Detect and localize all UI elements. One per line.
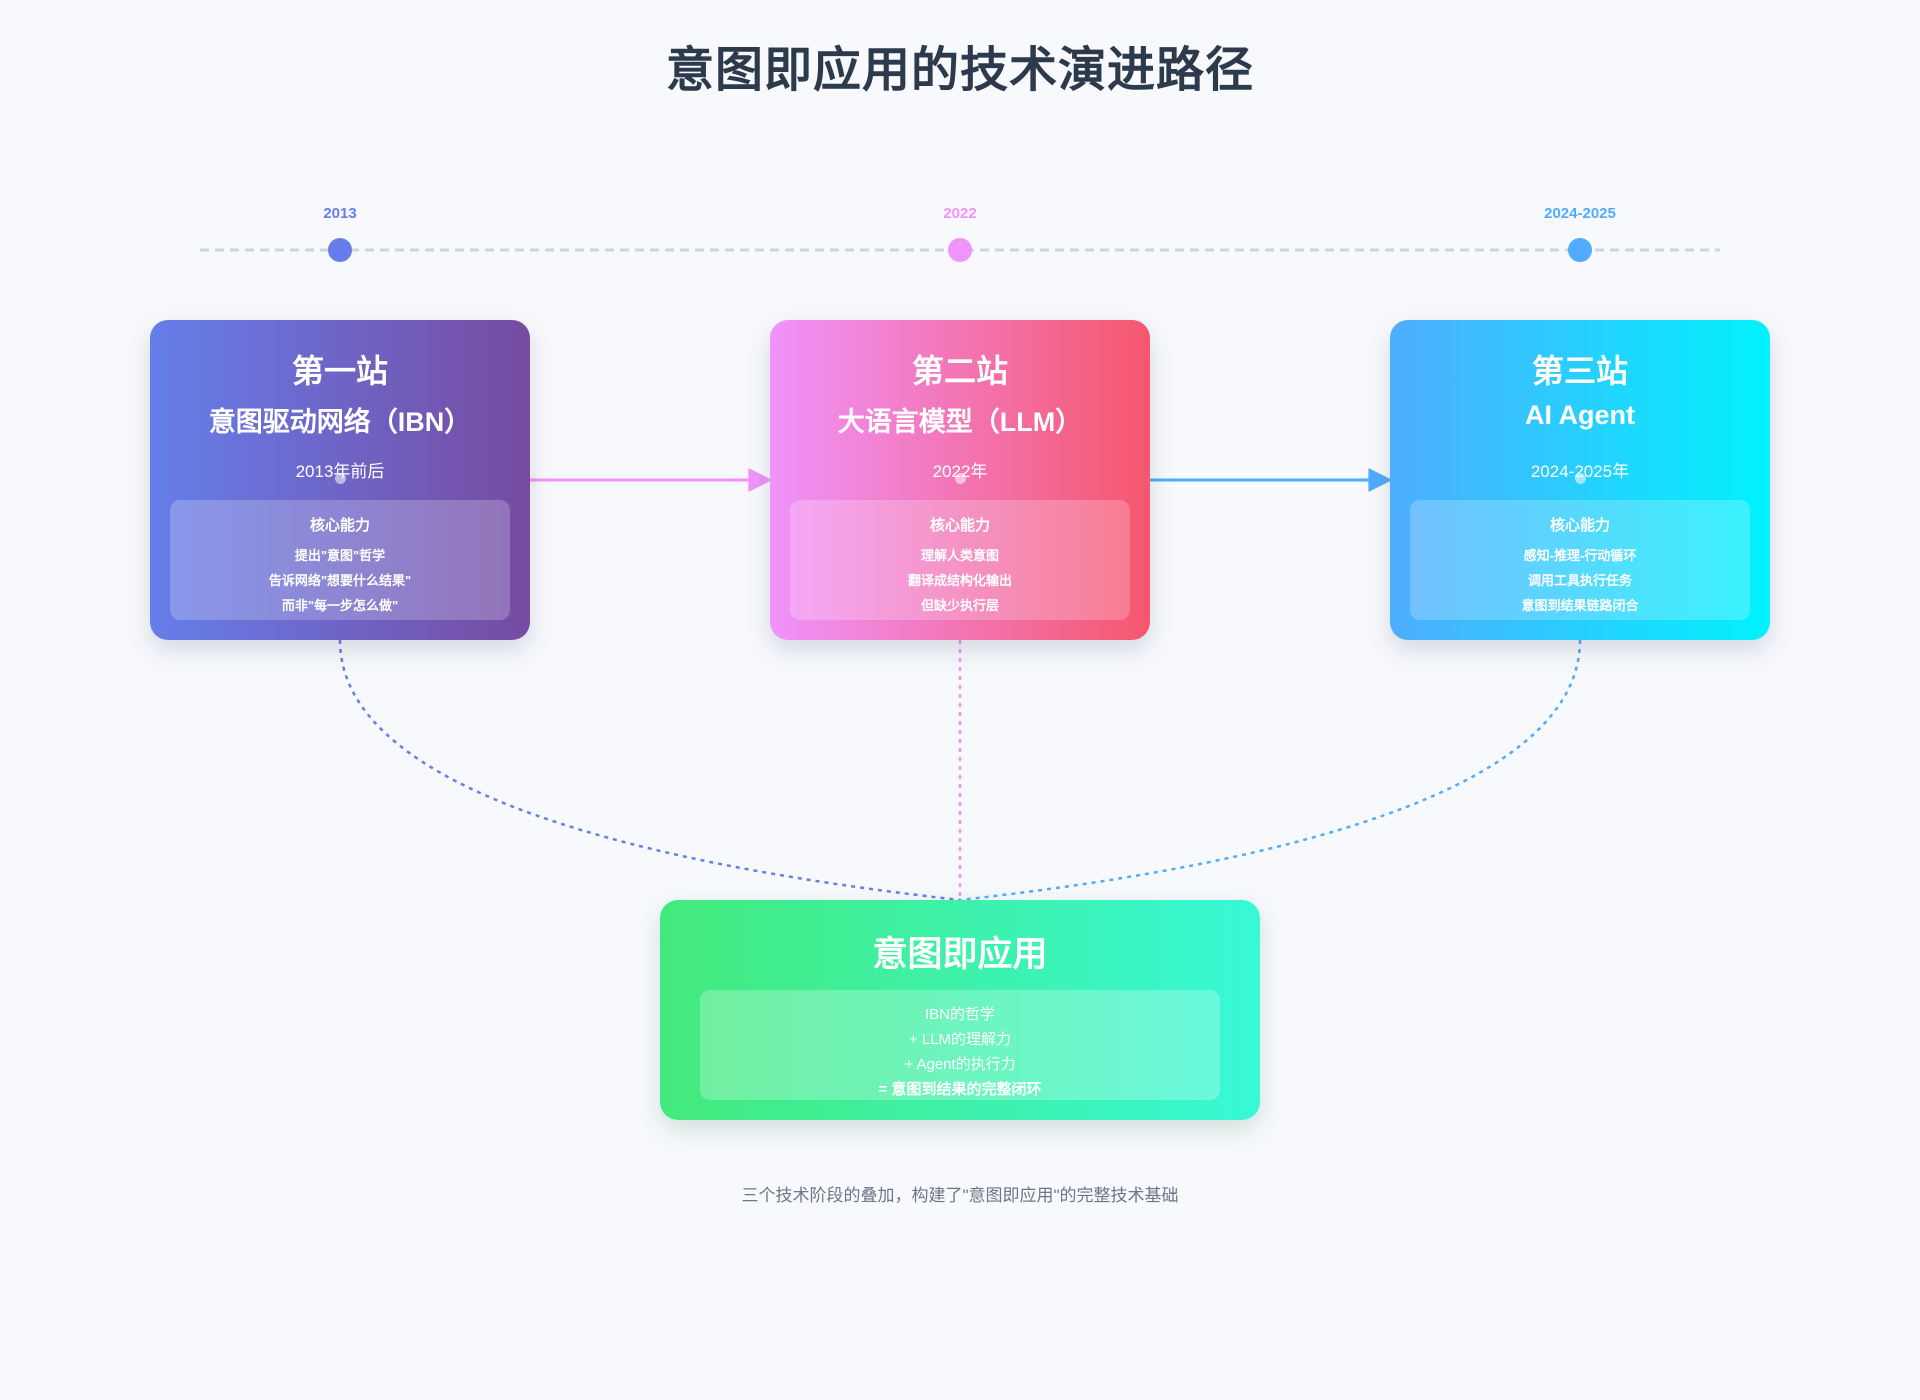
capability-box: 核心能力 提出"意图"哲学 告诉网络"想要什么结果" 而非"每一步怎么做" xyxy=(170,500,510,620)
capability-item: 翻译成结构化输出 xyxy=(907,573,1012,588)
capability-item: 调用工具执行任务 xyxy=(1527,573,1632,588)
link-stage1-to-result xyxy=(338,639,961,902)
page-title: 意图即应用的技术演进路径 xyxy=(665,44,1254,97)
station-number: 第三站 xyxy=(1531,353,1628,389)
station-number: 第一站 xyxy=(291,353,388,389)
station-name: 意图驱动网络（IBN） xyxy=(208,407,472,437)
year-label-2022: 2022 xyxy=(943,205,977,222)
capability-item: 感知-推理-行动循环 xyxy=(1523,548,1637,563)
station-card-agent: 第三站 AI Agent 2024-2025年 核心能力 感知-推理-行动循环 … xyxy=(1390,320,1770,640)
timeline-dot-2022 xyxy=(948,238,972,262)
timeline-dot-2013 xyxy=(328,238,352,262)
station-card-llm: 第二站 大语言模型（LLM） 2022年 核心能力 理解人类意图 翻译成结构化输… xyxy=(770,320,1150,640)
capability-item: 意图到结果链路闭合 xyxy=(1521,598,1639,613)
station-date: 2013年前后 xyxy=(295,462,385,481)
footer-caption: 三个技术阶段的叠加，构建了"意图即应用"的完整技术基础 xyxy=(741,1186,1179,1205)
capability-item: 而非"每一步怎么做" xyxy=(281,598,399,613)
formula-line: + LLM的理解力 xyxy=(908,1031,1012,1048)
year-label-2024-2025: 2024-2025 xyxy=(1544,205,1616,222)
result-formula-box: IBN的哲学 + LLM的理解力 + Agent的执行力 = 意图到结果的完整闭… xyxy=(700,990,1220,1100)
result-card: 意图即应用 IBN的哲学 + LLM的理解力 + Agent的执行力 = 意图到… xyxy=(660,900,1260,1120)
station-date: 2022年 xyxy=(932,462,988,481)
capability-item: 理解人类意图 xyxy=(920,548,999,563)
station-name: AI Agent xyxy=(1525,400,1635,430)
formula-line: + Agent的执行力 xyxy=(904,1056,1016,1073)
capability-box: 核心能力 感知-推理-行动循环 调用工具执行任务 意图到结果链路闭合 xyxy=(1410,500,1750,620)
station-date: 2024-2025年 xyxy=(1530,462,1630,481)
link-stage3-to-result xyxy=(959,639,1582,902)
arrow-anchor-dot xyxy=(335,473,346,484)
arrow-anchor-dot xyxy=(955,473,966,484)
timeline-dot-2024-2025 xyxy=(1568,238,1592,262)
station-card-ibn: 第一站 意图驱动网络（IBN） 2013年前后 核心能力 提出"意图"哲学 告诉… xyxy=(150,320,530,640)
formula-result-line: = 意图到结果的完整闭环 xyxy=(878,1081,1042,1098)
station-number: 第二站 xyxy=(911,353,1008,389)
capability-title: 核心能力 xyxy=(309,517,370,534)
capability-title: 核心能力 xyxy=(1549,517,1610,534)
capability-item: 提出"意图"哲学 xyxy=(294,548,386,563)
formula-line: IBN的哲学 xyxy=(924,1006,995,1023)
year-label-2013: 2013 xyxy=(323,205,357,222)
capability-item: 但缺少执行层 xyxy=(920,598,999,613)
station-name: 大语言模型（LLM） xyxy=(837,407,1083,437)
result-title: 意图即应用 xyxy=(872,935,1048,974)
arrow-anchor-dot xyxy=(1575,473,1586,484)
capability-item: 告诉网络"想要什么结果" xyxy=(268,573,412,588)
capability-title: 核心能力 xyxy=(929,517,990,534)
capability-box: 核心能力 理解人类意图 翻译成结构化输出 但缺少执行层 xyxy=(790,500,1130,620)
